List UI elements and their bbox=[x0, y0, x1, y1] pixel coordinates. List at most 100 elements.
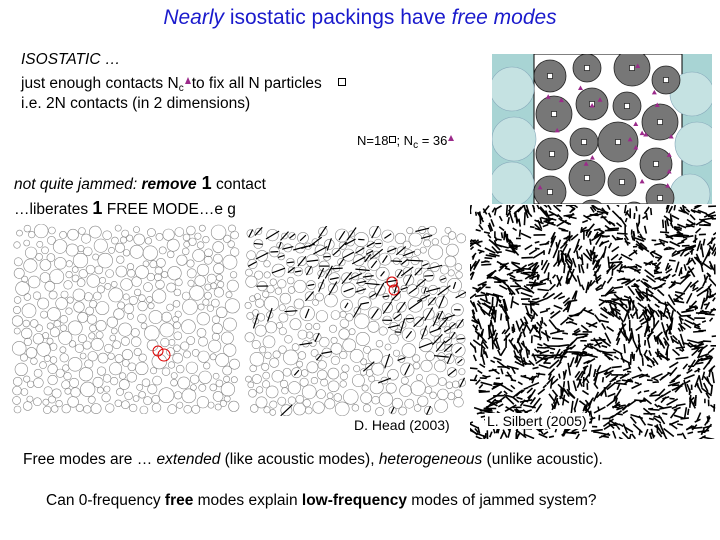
mode-dash bbox=[487, 233, 492, 239]
mode-dash bbox=[690, 208, 702, 214]
mode-dash bbox=[519, 399, 526, 407]
disk bbox=[423, 270, 435, 282]
mode-dash bbox=[547, 217, 557, 221]
displacement-arrow bbox=[418, 342, 433, 349]
mode-dash bbox=[665, 205, 670, 213]
mode-dash bbox=[470, 260, 477, 270]
mode-dash bbox=[486, 395, 498, 403]
disk bbox=[72, 252, 89, 269]
disk bbox=[418, 338, 433, 353]
disk bbox=[306, 331, 314, 339]
disk bbox=[172, 352, 183, 364]
disk bbox=[112, 340, 121, 349]
disk bbox=[407, 297, 424, 313]
mode-dash bbox=[704, 301, 711, 310]
disk bbox=[348, 328, 356, 336]
disk bbox=[289, 318, 302, 331]
mode-dash bbox=[683, 264, 687, 271]
mode-dash bbox=[657, 336, 663, 346]
disk bbox=[447, 231, 457, 240]
mode-dash bbox=[476, 283, 487, 293]
mode-dash bbox=[634, 288, 642, 299]
disk bbox=[228, 224, 236, 233]
disk bbox=[388, 333, 399, 344]
disk bbox=[32, 291, 42, 300]
disk bbox=[304, 266, 314, 275]
disk bbox=[146, 228, 156, 237]
mode-dash bbox=[677, 241, 685, 245]
displacement-arrow bbox=[456, 337, 465, 340]
contact-marker bbox=[627, 136, 633, 142]
mode-dash bbox=[576, 378, 582, 389]
mode-dash bbox=[530, 375, 538, 381]
displacement-arrow bbox=[382, 255, 388, 264]
displacement-arrow bbox=[293, 369, 300, 376]
disk bbox=[437, 388, 449, 401]
disk bbox=[450, 303, 464, 317]
disk bbox=[181, 291, 191, 301]
mode-dash bbox=[638, 311, 645, 320]
mode-dash bbox=[580, 284, 585, 291]
disk bbox=[167, 361, 176, 369]
disk bbox=[120, 236, 128, 244]
count-label: N=18; Nc = 36 bbox=[357, 133, 455, 151]
mode-dash bbox=[613, 355, 620, 360]
disk bbox=[75, 403, 84, 412]
mode-dash bbox=[638, 415, 647, 426]
mode-dash bbox=[490, 319, 494, 327]
disk bbox=[381, 355, 394, 368]
disk bbox=[182, 247, 190, 256]
displacement-arrow bbox=[365, 250, 374, 255]
mode-dash bbox=[628, 433, 632, 439]
displacement-arrow bbox=[355, 268, 370, 272]
mode-dash bbox=[650, 252, 655, 258]
mode-dash bbox=[704, 416, 711, 426]
displacement-arrow bbox=[377, 377, 391, 384]
mode-dash bbox=[604, 369, 614, 376]
disk bbox=[443, 336, 452, 346]
mode-dash bbox=[593, 254, 599, 260]
mode-dash bbox=[580, 226, 583, 233]
disk bbox=[99, 277, 106, 284]
mode-dash bbox=[696, 412, 702, 422]
disk bbox=[458, 378, 466, 387]
mode-dash bbox=[477, 280, 488, 287]
mode-dash bbox=[593, 368, 597, 378]
mode-dash bbox=[565, 235, 570, 240]
mode-dash bbox=[480, 381, 493, 387]
mode-dash bbox=[596, 364, 602, 373]
disk bbox=[222, 365, 233, 376]
mode-dash bbox=[513, 344, 520, 354]
mode-dash bbox=[538, 327, 541, 335]
mode-dash bbox=[663, 427, 675, 438]
mode-dash bbox=[681, 432, 687, 439]
mode-dash bbox=[529, 274, 540, 280]
mode-dash bbox=[669, 280, 677, 288]
displacement-arrow bbox=[427, 264, 443, 270]
mode-dash bbox=[679, 206, 684, 213]
disk bbox=[183, 240, 190, 248]
disk bbox=[334, 401, 350, 416]
mode-dash bbox=[626, 313, 631, 320]
packing-svg-middle bbox=[244, 226, 466, 416]
mode-dash bbox=[616, 277, 626, 282]
disk bbox=[131, 276, 142, 287]
mode-dash bbox=[687, 267, 695, 274]
mode-dash bbox=[515, 320, 521, 332]
mode-dash bbox=[645, 287, 654, 295]
disk bbox=[135, 265, 149, 279]
disk bbox=[447, 392, 456, 401]
mode-dash bbox=[653, 271, 663, 275]
disk bbox=[120, 336, 130, 346]
mode-dash bbox=[508, 212, 514, 224]
mode-dash bbox=[651, 373, 663, 380]
mode-dash bbox=[573, 352, 580, 356]
mode-dash bbox=[648, 350, 652, 357]
mode-dash bbox=[595, 277, 602, 283]
mode-dash bbox=[590, 416, 594, 424]
disk bbox=[288, 232, 297, 241]
contact-marker bbox=[597, 97, 603, 102]
disk bbox=[262, 290, 270, 298]
mode-dash bbox=[492, 340, 499, 350]
disk bbox=[353, 365, 361, 373]
